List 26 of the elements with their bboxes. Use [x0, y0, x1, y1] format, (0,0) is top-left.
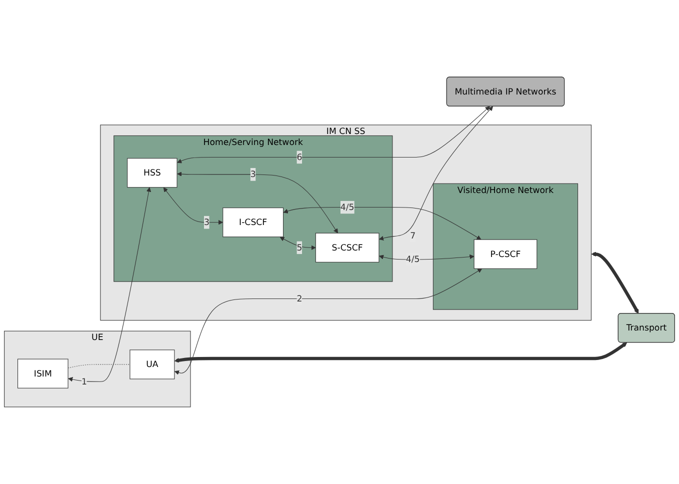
- edge-label: 5: [296, 242, 302, 252]
- node-box: ISIM: [18, 358, 68, 388]
- arrow: [177, 106, 490, 164]
- edge-label: 2: [296, 293, 302, 304]
- edge-label: 4/5: [340, 202, 354, 212]
- edge-label: 7: [410, 230, 416, 241]
- arrow: [378, 106, 494, 240]
- connector: [68, 364, 130, 368]
- node-box: I-CSCF: [222, 208, 284, 238]
- node-box: UA: [130, 350, 175, 380]
- arrow: [174, 342, 628, 363]
- arrow: [174, 268, 482, 375]
- node-box: S-CSCF: [315, 232, 380, 262]
- edge-label: 4/5: [406, 254, 420, 264]
- arrow: [378, 254, 474, 260]
- edge-label: 3: [204, 216, 210, 228]
- node-box: HSS: [127, 158, 178, 188]
- arrow: [591, 252, 639, 314]
- node-box: P-CSCF: [474, 239, 538, 269]
- arrow: [177, 172, 338, 234]
- arrow: [283, 207, 482, 240]
- edge-label: 3: [250, 169, 256, 180]
- edge-label: 1: [81, 376, 87, 387]
- arrow: [68, 187, 152, 382]
- arrow: [163, 187, 224, 225]
- edge-label: 6: [296, 152, 302, 162]
